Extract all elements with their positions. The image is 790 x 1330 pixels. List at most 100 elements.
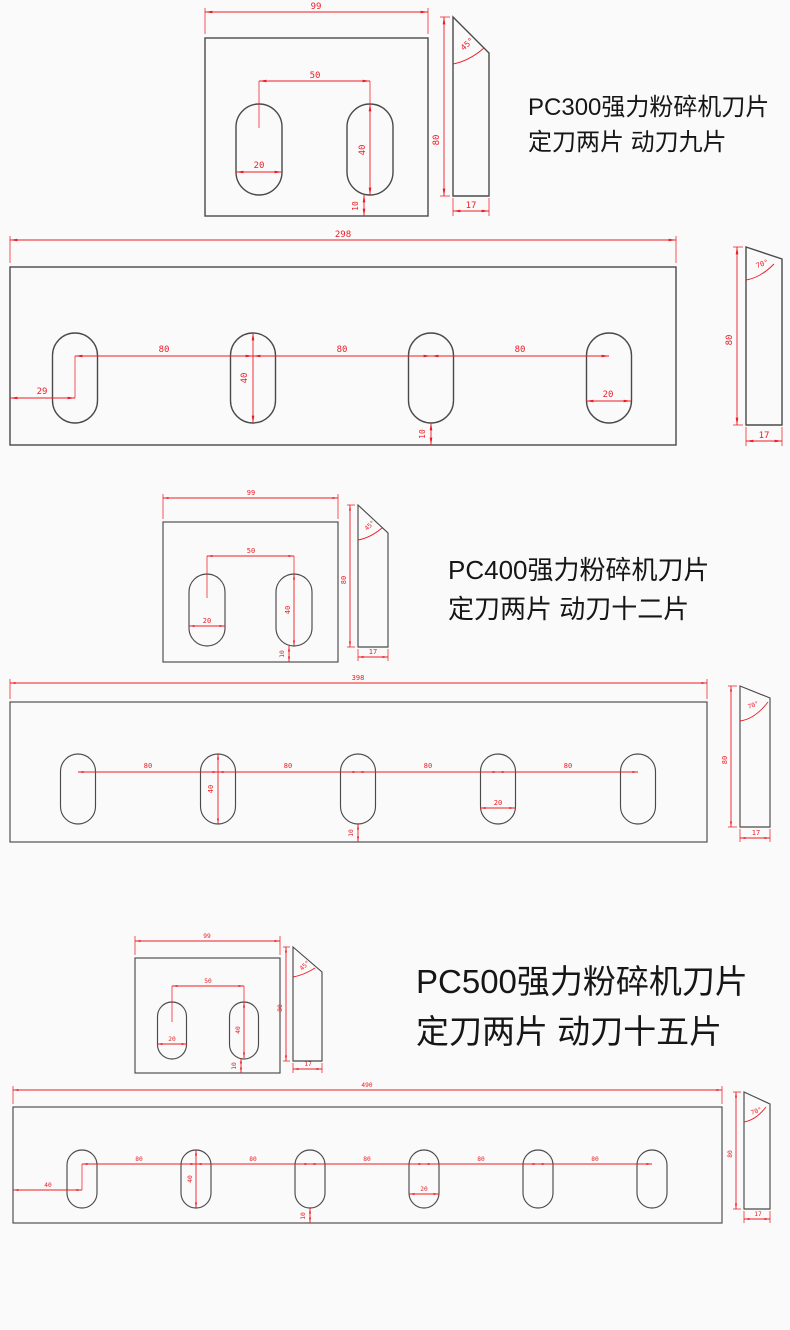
blade-front-outline (9, 266, 677, 446)
dimension-label-bottom-offset: 10 (300, 1212, 307, 1220)
dimension-label-width: 99 (311, 2, 322, 12)
pc300-fixed-blade-drawing: 99 50 20 40 10 45° 80 17 (204, 2, 490, 217)
dimension-label-height: 80 (340, 576, 348, 584)
mounting-slot (59, 753, 97, 825)
dimension-label-pitch: 80 (144, 762, 152, 770)
dimension-label-length: 398 (352, 674, 365, 682)
dimension-label-thickness: 17 (759, 431, 770, 441)
product-caption-pc300: PC300强力粉碎机刀片 定刀两片 动刀九片 (528, 90, 769, 160)
dimension-label-thickness: 17 (752, 829, 760, 837)
dimension-label-thickness: 17 (466, 201, 477, 211)
dimension-label-length: 298 (335, 230, 351, 240)
dimension-label-height: 80 (721, 756, 729, 764)
pc500-moving-blade-drawing: 490 80 80 80 80 80 40 40 10 20 70° 80 17 (12, 1082, 771, 1224)
product-caption-pc400: PC400强力粉碎机刀片 定刀两片 动刀十二片 (448, 551, 710, 629)
dimension-label-pitch: 80 (591, 1156, 599, 1163)
mounting-slot (522, 1149, 554, 1209)
blade-side-outline (357, 503, 389, 648)
dimension-label-pitch: 80 (424, 762, 432, 770)
bevel-angle-arc (743, 1106, 767, 1123)
blade-side-outline (745, 246, 783, 426)
dimension-label-pitch: 80 (249, 1156, 257, 1163)
dimension-label-hole-width: 20 (254, 161, 265, 171)
dimension-label-hole-spacing: 50 (247, 547, 255, 555)
mounting-slot (585, 332, 633, 424)
dimension-label-pitch: 80 (477, 1156, 485, 1163)
bevel-angle-arc (739, 701, 769, 722)
product-subtitle: 定刀两片 动刀十二片 (448, 594, 690, 624)
dimension-label-hole-height: 40 (284, 606, 292, 614)
dimension-label-bottom-offset: 10 (418, 429, 427, 439)
pc400-fixed-blade-drawing: 99 50 20 40 10 45° 80 17 (162, 489, 389, 663)
blade-side-outline (292, 945, 323, 1062)
dimension-label-height: 80 (727, 1150, 734, 1158)
mounting-slot (339, 753, 377, 825)
product-title: PC400强力粉碎机刀片 (448, 555, 710, 585)
mounting-slot (51, 332, 99, 424)
blade-side-outline (452, 15, 490, 197)
dimension-label-bevel-angle: 70° (747, 699, 760, 710)
dimension-label-pitch: 80 (515, 345, 526, 355)
product-caption-pc500: PC500强力粉碎机刀片 定刀两片 动刀十五片 (416, 957, 748, 1057)
dimension-label-pitch: 80 (135, 1156, 143, 1163)
pc500-fixed-blade-drawing: 99 50 20 40 10 45° 80 17 (134, 933, 323, 1074)
dimension-label-bottom-offset: 10 (231, 1062, 238, 1070)
dimension-label-height: 80 (725, 335, 735, 346)
blade-front-outline (12, 1106, 723, 1224)
pc300-moving-blade-drawing: 298 80 80 80 29 40 20 10 70° 80 17 (9, 230, 783, 446)
dimension-label-hole-height: 40 (187, 1175, 194, 1183)
dimension-label-hole-height: 40 (240, 373, 250, 384)
dimension-label-bevel-angle: 45° (459, 36, 476, 52)
dimension-label-hole-spacing: 50 (310, 71, 321, 81)
dimension-label-hole-height: 40 (358, 145, 368, 156)
blade-front-outline (162, 521, 339, 663)
blade-side-outline (743, 1091, 771, 1210)
mounting-slot (66, 1149, 98, 1209)
bevel-angle-arc (452, 47, 485, 65)
mounting-slot (294, 1149, 326, 1209)
blade-front-outline (134, 957, 281, 1074)
dimension-label-hole-width: 20 (603, 390, 614, 400)
dimension-label-pitch: 80 (564, 762, 572, 770)
blade-side-outline (739, 685, 771, 828)
dimension-label-bottom-offset: 10 (279, 650, 286, 658)
mounting-slot (407, 332, 455, 424)
mounting-slot (636, 1149, 668, 1209)
product-title: PC500强力粉碎机刀片 (416, 963, 748, 1000)
dimension-label-bottom-offset: 10 (351, 201, 360, 211)
dimension-label-pitch: 80 (284, 762, 292, 770)
dimension-label-bevel-angle: 70° (755, 258, 770, 270)
dimension-label-thickness: 17 (304, 1061, 312, 1068)
dimension-label-width: 99 (203, 933, 211, 940)
dimension-label-length: 490 (361, 1082, 372, 1089)
bevel-angle-arc (745, 263, 775, 281)
mounting-slot (619, 753, 657, 825)
blade-front-outline (204, 37, 429, 217)
dimension-label-width: 99 (247, 489, 255, 497)
mounting-slot (408, 1149, 440, 1209)
dimension-label-edge-offset: 29 (37, 387, 48, 397)
dimension-label-hole-height: 40 (235, 1026, 242, 1034)
dimension-label-bevel-angle: 70° (750, 1105, 763, 1116)
bevel-angle-arc (292, 967, 316, 978)
dimension-label-pitch: 80 (159, 345, 170, 355)
dimension-label-bottom-offset: 10 (348, 829, 355, 837)
bevel-angle-arc (357, 527, 383, 541)
product-title: PC300强力粉碎机刀片 (528, 94, 770, 121)
dimension-label-pitch: 80 (363, 1156, 371, 1163)
dimension-label-hole-width: 20 (420, 1186, 428, 1193)
dimension-label-hole-spacing: 50 (204, 978, 212, 985)
mounting-slot (479, 753, 517, 825)
dimension-label-thickness: 17 (369, 648, 377, 656)
product-subtitle: 定刀两片 动刀十五片 (416, 1013, 723, 1050)
dimension-label-hole-height: 40 (207, 785, 215, 793)
dimension-label-hole-width: 20 (494, 799, 502, 807)
product-subtitle: 定刀两片 动刀九片 (528, 129, 727, 156)
dimension-label-hole-width: 20 (168, 1036, 176, 1043)
dimension-label-hole-width: 20 (203, 617, 211, 625)
dimension-label-height: 80 (432, 135, 442, 146)
pc400-moving-blade-drawing: 398 80 80 80 80 40 10 20 70° 80 17 (9, 674, 771, 843)
dimension-label-height: 80 (277, 1004, 284, 1012)
